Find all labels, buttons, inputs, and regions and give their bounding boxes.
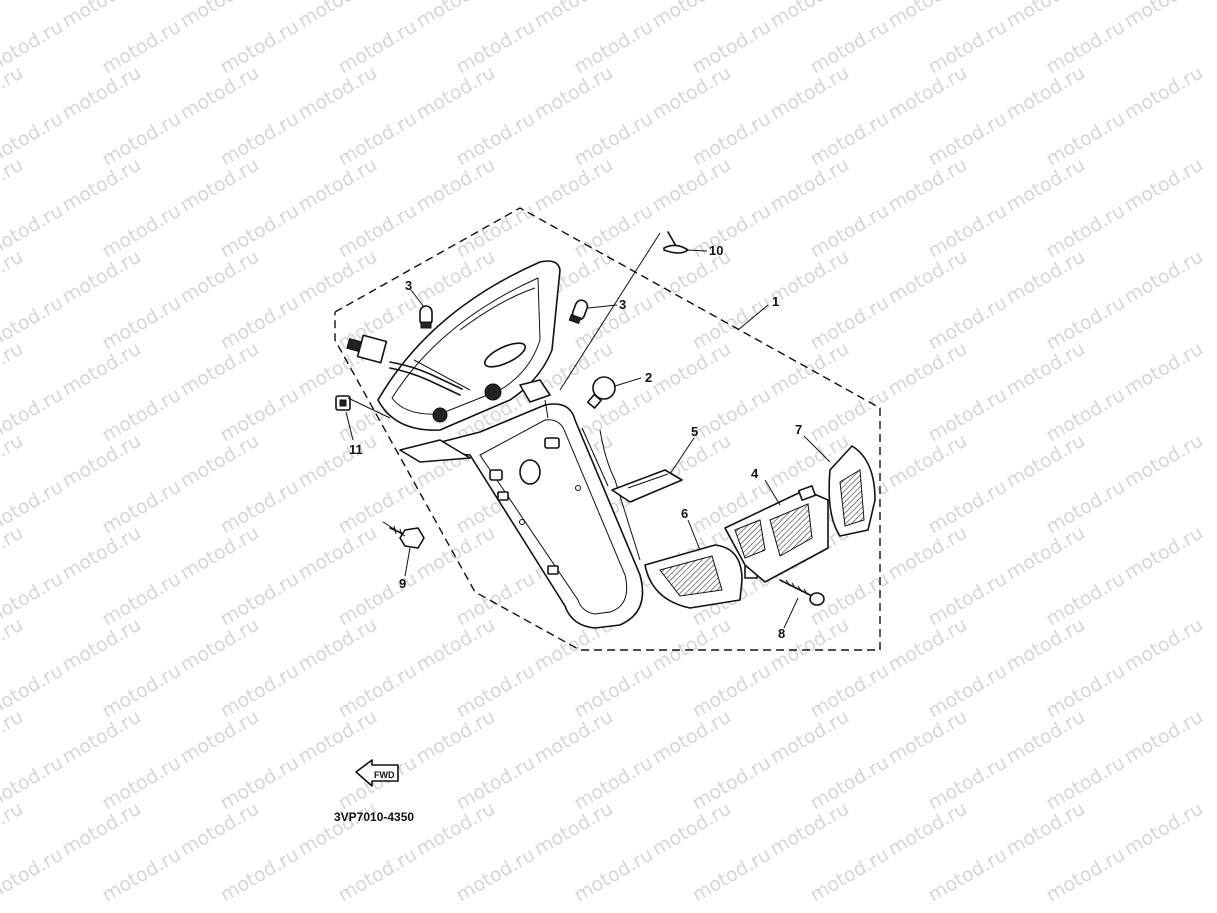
rear-fender[interactable]: [399, 403, 644, 629]
bulb-2[interactable]: [586, 376, 616, 409]
reflector-5[interactable]: [611, 469, 683, 503]
forward-arrow-icon: FWD: [355, 759, 399, 787]
bulb-3-right[interactable]: [568, 299, 589, 325]
callout-9: 9: [399, 576, 406, 591]
drawing-code: 3VP7010-4350: [334, 810, 414, 824]
callout-5: 5: [691, 424, 698, 439]
callout-6: 6: [681, 506, 688, 521]
callout-1: 1: [772, 294, 779, 309]
callout-3-right: 3: [619, 297, 626, 312]
flasher-body-4[interactable]: [724, 485, 829, 583]
wiring-harness: [346, 334, 463, 396]
screw-8[interactable]: [779, 579, 825, 606]
screw-10[interactable]: [663, 231, 689, 254]
flasher-lens-7[interactable]: [828, 445, 876, 537]
bulb-3-left[interactable]: [419, 305, 433, 329]
callout-7: 7: [795, 422, 802, 437]
callout-10: 10: [709, 243, 723, 258]
callout-4: 4: [751, 466, 759, 481]
callout-8: 8: [778, 626, 785, 641]
clip-11[interactable]: [335, 395, 351, 411]
callout-11: 11: [349, 442, 363, 457]
tail-light-housing[interactable]: [377, 260, 561, 431]
assembly-boundary: [334, 207, 881, 651]
leader-lines: [345, 232, 831, 629]
callout-2: 2: [645, 370, 652, 385]
callout-3-left: 3: [405, 278, 412, 293]
forward-arrow-label: FWD: [374, 770, 395, 780]
